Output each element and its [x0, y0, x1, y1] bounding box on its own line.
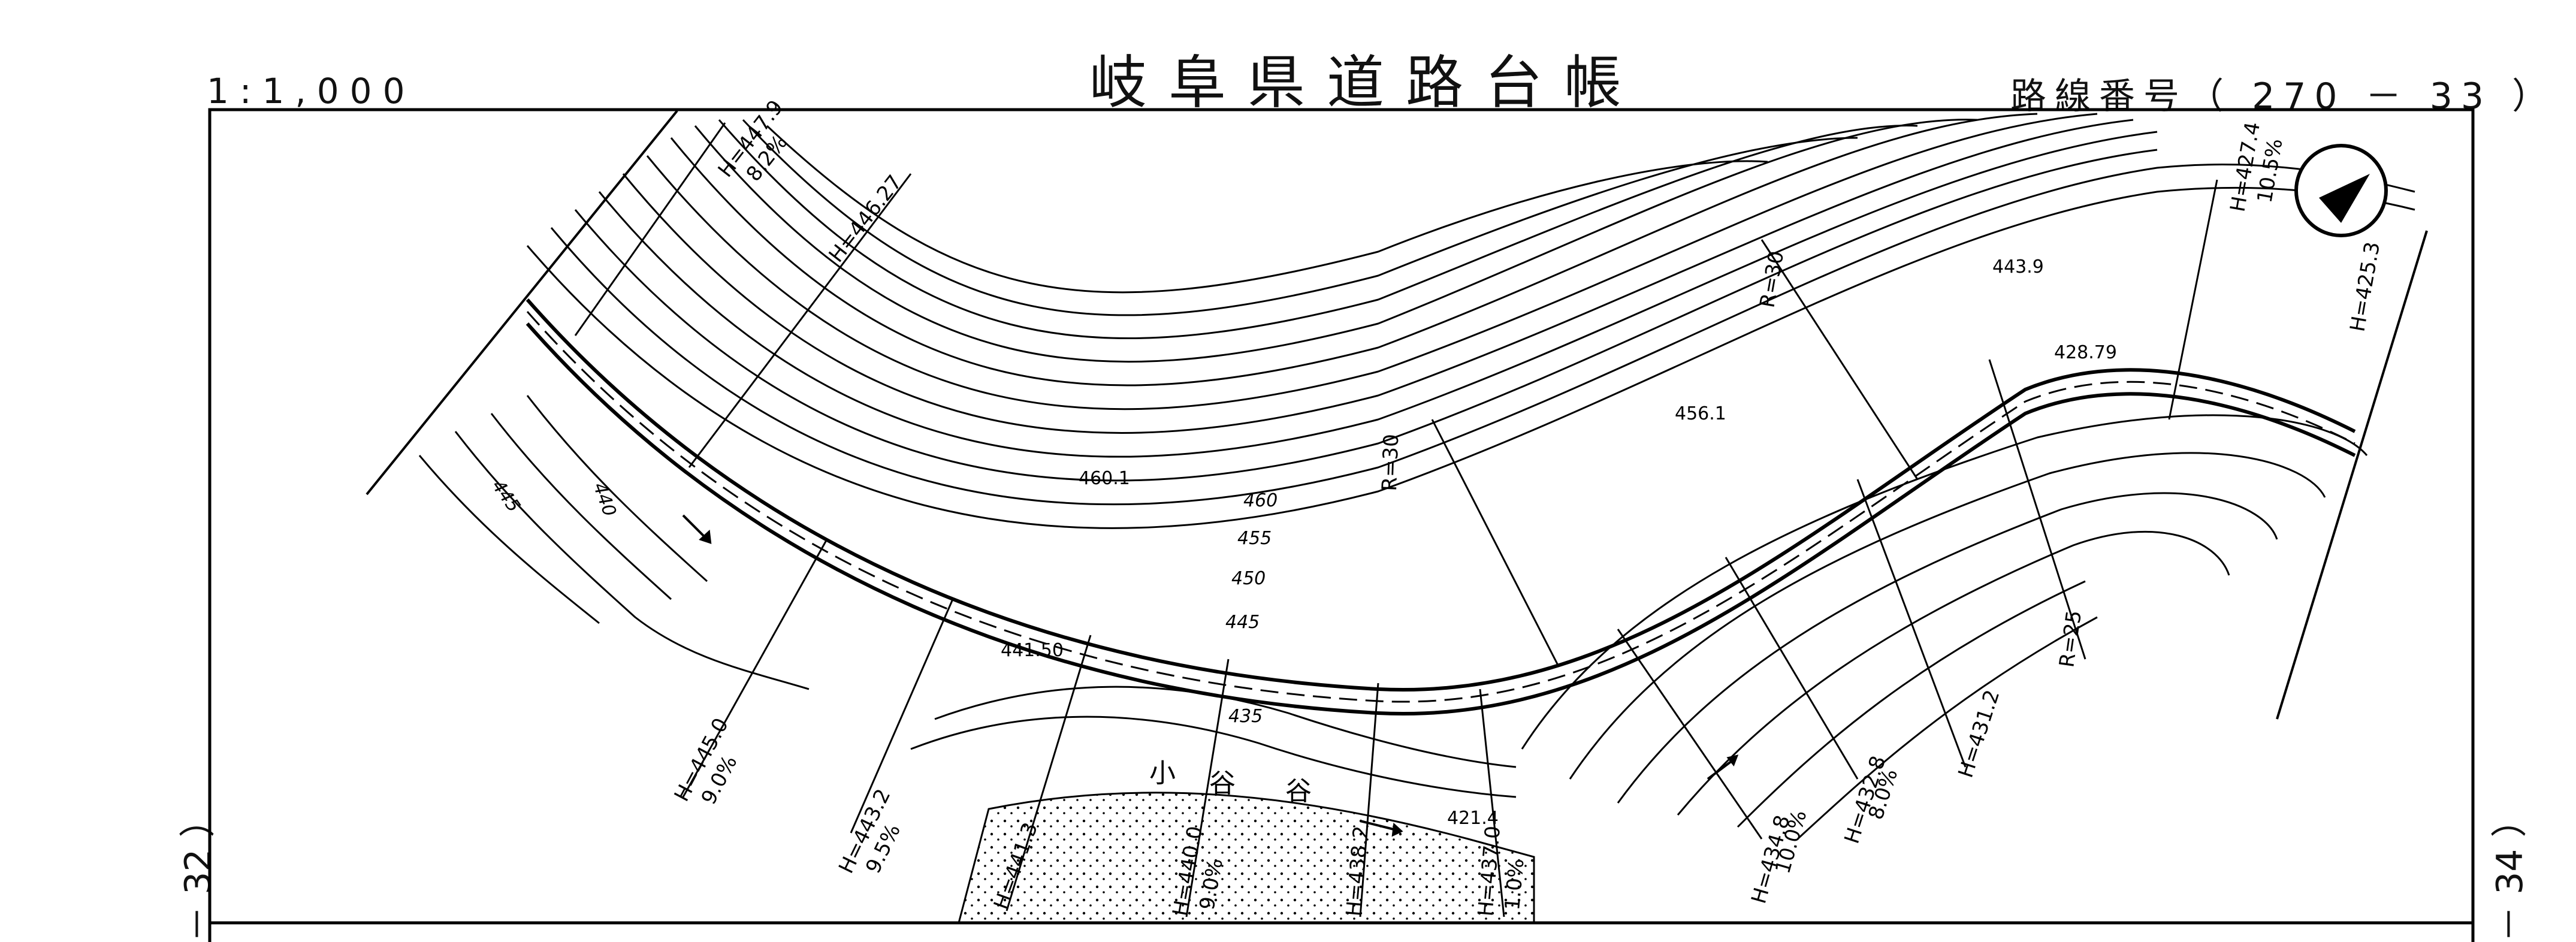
map-frame [208, 108, 2475, 942]
river-name: 小 谷 谷 [1149, 758, 1312, 807]
profile-label-g: 1.0% [1500, 858, 1529, 911]
contour-label: 440 [588, 480, 620, 520]
radius-labels: R=30 R=30 R=25 [1378, 249, 2086, 669]
contour-label: 460 [1243, 490, 1278, 511]
road-edge-lower [526, 322, 2356, 716]
contour-label: 435 [1228, 706, 1263, 727]
elevation-label: 456.1 [1675, 403, 1726, 424]
elevation-label: 421.4 [1447, 808, 1499, 829]
radius-label: R=30 [1755, 249, 1789, 310]
map-edge-left [366, 110, 678, 496]
radius-label: R=25 [2055, 609, 2086, 669]
contour-label: 450 [1231, 568, 1266, 589]
map-edge-right [2276, 230, 2428, 720]
elevation-label: 460.1 [1079, 468, 1130, 489]
profile-label-h: H=425.3 [2345, 240, 2385, 334]
north-arrow-icon [2294, 144, 2388, 237]
river-sandbank [958, 792, 1535, 924]
contour-lines-lower-right [1521, 414, 2368, 840]
page-title: 岐阜県道路台帳 [1089, 49, 1643, 116]
map-scale: 1:1,000 [207, 71, 416, 111]
profile-lines [574, 122, 2218, 917]
road-edge-upper [526, 298, 2356, 692]
contour-label: 455 [1237, 528, 1272, 549]
contour-label: 445 [1225, 612, 1260, 633]
elevation-label: 428.79 [2054, 342, 2117, 363]
elevation-label: 443.9 [1992, 256, 2044, 277]
elevation-labels: 460.1 456.1 443.9 428.79 441.50 421.4 [1001, 256, 2117, 829]
flow-arrows [682, 514, 1739, 837]
radius-label: R=30 [1378, 434, 1403, 492]
contour-lines-upper [526, 113, 2415, 529]
river-name-char: 谷 [1209, 768, 1236, 799]
river-name-char: 小 [1149, 758, 1176, 789]
road-centerline [526, 311, 2355, 703]
contour-label: 445 [487, 476, 524, 517]
elevation-label: 441.50 [1001, 640, 1064, 661]
river-name-char: 谷 [1285, 776, 1312, 807]
contour-lines-lower-left [418, 395, 1517, 798]
road [526, 298, 2356, 716]
